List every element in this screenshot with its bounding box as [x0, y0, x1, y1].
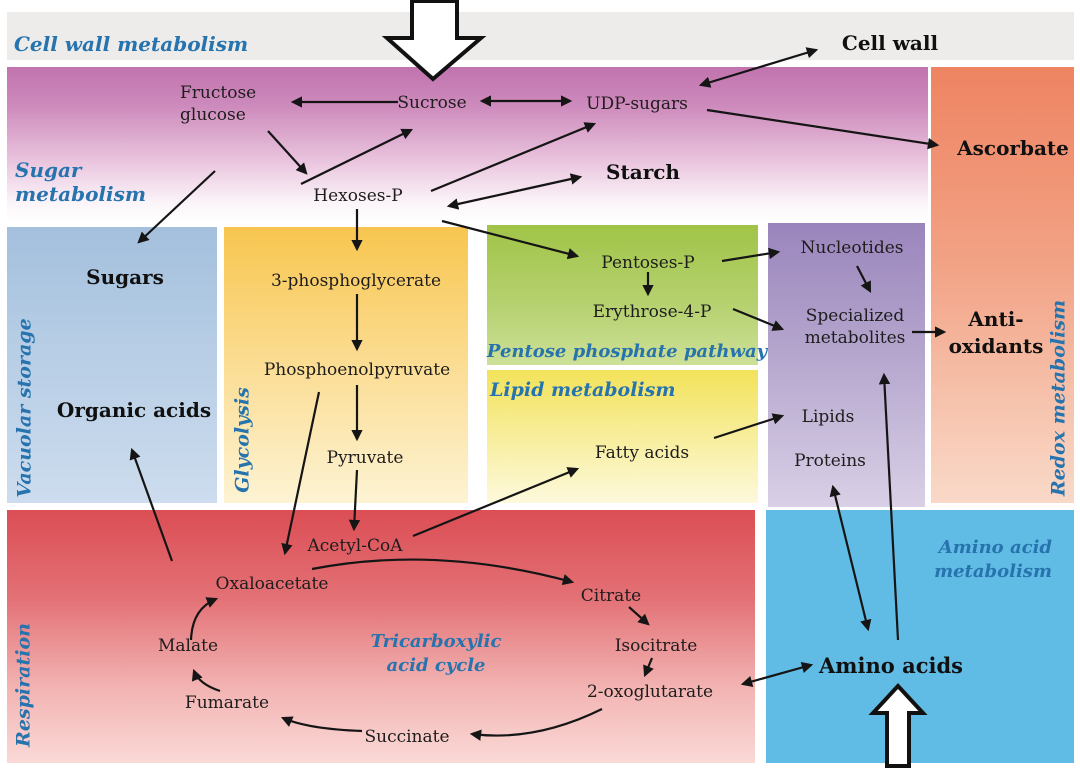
region-redox-metabolism: [931, 67, 1074, 503]
node-anti-oxidants: Anti- oxidants: [949, 306, 1044, 360]
node-specialized-line2: metabolites: [804, 328, 906, 348]
label-amino-metabolism-line2: metabolism: [934, 561, 1052, 582]
node-fructose-glucose: Fructose glucose: [180, 82, 256, 126]
node-fumarate: Fumarate: [184, 693, 270, 713]
node-cell-wall: Cell wall: [841, 31, 939, 55]
node-pyruvate: Pyruvate: [326, 448, 404, 468]
region-vacuolar-storage: [7, 227, 217, 503]
node-organic-acids: Organic acids: [56, 398, 212, 422]
label-redox-metabolism: Redox metabolism: [1047, 299, 1070, 497]
label-sugar-metabolism-line2: metabolism: [15, 182, 147, 206]
node-fatty-acids: Fatty acids: [594, 443, 690, 463]
label-glycolysis: Glycolysis: [231, 387, 254, 493]
node-starch: Starch: [606, 160, 680, 184]
node-hexoses-p: Hexoses-P: [313, 186, 403, 206]
label-pentose-phosphate-pathway: Pentose phosphate pathway: [486, 341, 768, 362]
node-specialized-metabolites: Specialized metabolites: [805, 305, 906, 349]
node-citrate: Citrate: [580, 586, 642, 606]
node-specialized-line1: Specialized: [805, 306, 905, 326]
node-ascorbate: Ascorbate: [957, 136, 1069, 160]
label-tca-line2: acid cycle: [386, 655, 486, 676]
node-erythrose-4-p: Erythrose-4-P: [592, 302, 712, 322]
label-amino-acid-metabolism: Amino acid metabolism: [934, 536, 1052, 584]
node-succinate: Succinate: [364, 727, 450, 747]
label-respiration: Respiration: [12, 623, 35, 747]
label-tca-line1: Tricarboxylic: [370, 631, 502, 652]
label-tricarboxylic-acid-cycle: Tricarboxylic acid cycle: [371, 630, 502, 678]
node-acetyl-coa: Acetyl-CoA: [307, 536, 403, 556]
node-fructose: Fructose: [180, 83, 257, 103]
node-sucrose: Sucrose: [397, 93, 467, 113]
node-oxaloacetate: Oxaloacetate: [215, 574, 329, 594]
label-sugar-metabolism-line1: Sugar: [15, 158, 82, 182]
region-glycolysis: [224, 227, 468, 503]
node-isocitrate: Isocitrate: [614, 636, 698, 656]
label-cell-wall-metabolism: Cell wall metabolism: [14, 32, 249, 56]
label-vacuolar-storage: Vacuolar storage: [13, 318, 36, 498]
node-udp-sugars: UDP-sugars: [586, 94, 688, 114]
label-amino-metabolism-line1: Amino acid: [938, 537, 1052, 558]
node-2-oxoglutarate: 2-oxoglutarate: [586, 682, 714, 702]
region-cell-wall-metabolism: [7, 12, 1074, 60]
label-sugar-metabolism: Sugar metabolism: [15, 158, 146, 206]
label-lipid-metabolism: Lipid metabolism: [490, 379, 676, 401]
node-glucose: glucose: [180, 105, 246, 125]
node-pentoses-p: Pentoses-P: [601, 253, 695, 273]
node-lipids: Lipids: [801, 407, 855, 427]
node-malate: Malate: [157, 636, 219, 656]
node-antioxidants-line2: oxidants: [948, 334, 1044, 358]
node-antioxidants-line1: Anti-: [968, 307, 1024, 331]
node-proteins: Proteins: [794, 451, 866, 471]
node-nucleotides: Nucleotides: [800, 238, 904, 258]
node-amino-acids: Amino acids: [819, 653, 963, 678]
node-sugars: Sugars: [86, 265, 164, 289]
node-phosphoenolpyruvate: Phosphoenolpyruvate: [263, 360, 451, 380]
node-3-phosphoglycerate: 3-phosphoglycerate: [270, 271, 442, 291]
